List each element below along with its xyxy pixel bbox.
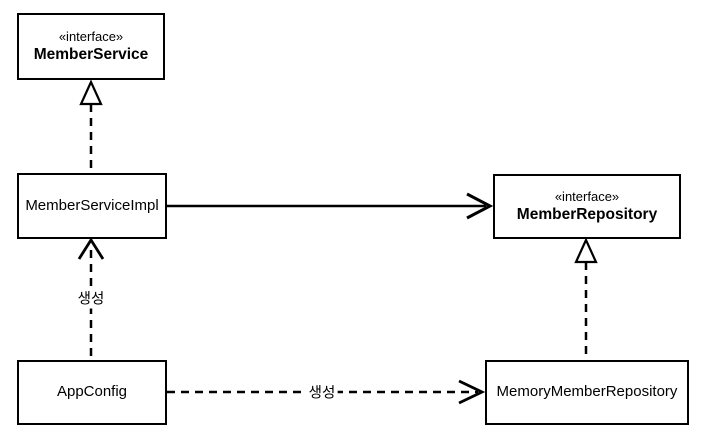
class-box-member-service-impl: MemberServiceImpl xyxy=(17,173,167,239)
hollow-triangle-arrowhead-icon xyxy=(79,79,103,106)
hollow-triangle-arrowhead-icon xyxy=(574,237,598,264)
edge-realization-memberserviceimpl-memberservice xyxy=(79,79,103,173)
class-name-label: MemberServiceImpl xyxy=(25,196,159,214)
class-name-label: MemberRepository xyxy=(516,205,658,223)
open-arrowhead-icon xyxy=(466,192,494,220)
open-arrowhead-icon xyxy=(77,237,105,260)
edge-realization-memorymemberrepository-memberrepository xyxy=(574,237,598,360)
edge-dependency-appconfig-memberserviceimpl xyxy=(77,237,105,360)
class-name-label: MemoryMemberRepository xyxy=(496,383,678,401)
class-box-app-config: AppConfig xyxy=(17,360,167,425)
edge-label-create: 생성 xyxy=(306,381,338,403)
class-name-label: MemberService xyxy=(33,45,149,63)
class-box-memory-member-repository: MemoryMemberRepository xyxy=(485,360,689,425)
edge-association-memberserviceimpl-memberrepository xyxy=(167,192,494,220)
class-box-member-service: «interface» MemberService xyxy=(17,13,165,80)
class-name-label: AppConfig xyxy=(56,383,128,401)
open-arrowhead-icon xyxy=(458,379,486,405)
stereotype-label: «interface» xyxy=(554,188,620,204)
edge-label-create: 생성 xyxy=(75,287,107,309)
stereotype-label: «interface» xyxy=(58,28,124,44)
class-box-member-repository: «interface» MemberRepository xyxy=(493,174,681,239)
